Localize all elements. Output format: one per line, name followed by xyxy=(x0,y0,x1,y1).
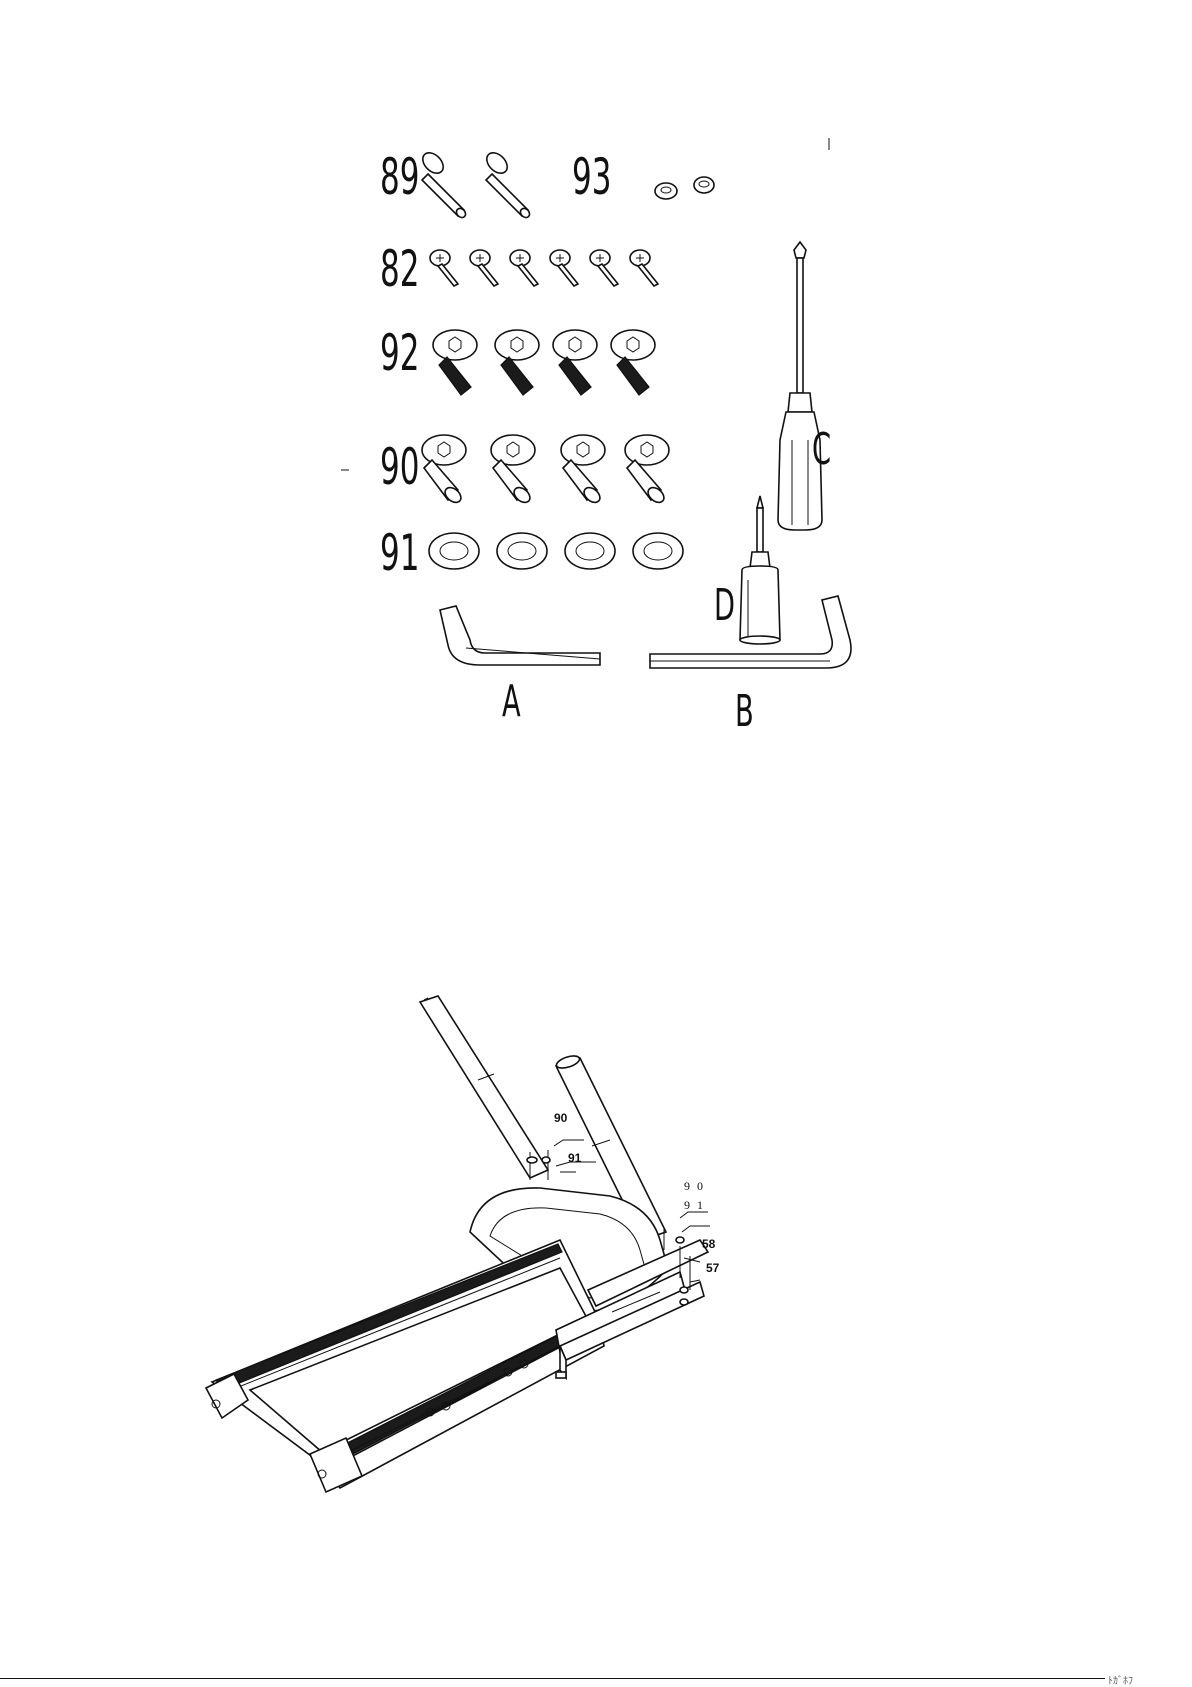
part-label-93: 93 xyxy=(572,152,611,202)
washer-93-b xyxy=(694,177,714,193)
callout-91-right: 9 1 xyxy=(684,1199,705,1211)
tool-label-a: A xyxy=(502,680,521,724)
callout-90-left: 90 xyxy=(554,1112,567,1124)
bolt-92-row xyxy=(433,330,655,395)
washer-91-row xyxy=(429,533,683,569)
screw-82-row xyxy=(430,250,658,286)
tool-label-c: C xyxy=(812,428,831,472)
footer-rule xyxy=(0,1678,1105,1679)
pin-89-a xyxy=(419,149,468,220)
part-label-92: 92 xyxy=(380,328,419,378)
callout-91-left: 91 xyxy=(568,1152,581,1164)
callout-90-right: 9 0 xyxy=(684,1180,705,1192)
tool-label-d: D xyxy=(714,584,735,628)
treadmill-assembly xyxy=(206,996,710,1492)
part-label-90: 90 xyxy=(380,442,419,492)
washer-93-a xyxy=(655,183,677,199)
callout-57: 57 xyxy=(706,1262,719,1274)
oil-bottle-d xyxy=(740,496,780,644)
part-label-91: 91 xyxy=(380,528,419,578)
screwdriver-c xyxy=(778,242,822,530)
callout-58: 58 xyxy=(702,1238,715,1250)
tool-label-b: B xyxy=(735,690,754,734)
pin-89-b xyxy=(483,149,532,220)
bolt-90-row xyxy=(422,435,669,505)
part-label-82: 82 xyxy=(380,244,419,294)
allen-key-a xyxy=(440,606,600,665)
part-label-89: 89 xyxy=(380,152,419,202)
